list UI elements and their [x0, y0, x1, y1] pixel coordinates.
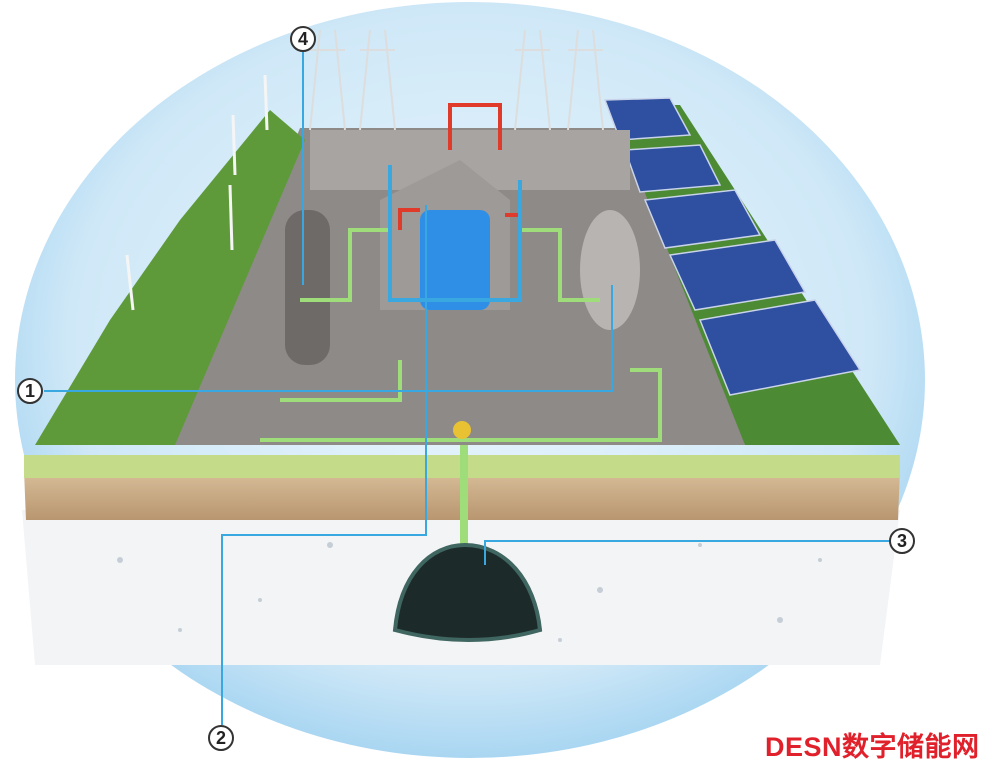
watermark: DESN数字储能网: [765, 732, 980, 762]
pipes: [260, 103, 662, 442]
storage-tank: [420, 210, 490, 310]
air-tank: [285, 210, 330, 365]
shaft: [460, 445, 468, 545]
wind-turbines: [125, 74, 269, 311]
callout-4: 4: [290, 26, 316, 52]
storage-cavern: [392, 542, 543, 642]
power-towers: [309, 29, 604, 131]
callout-3: 3: [889, 528, 915, 554]
wind-hills: [35, 110, 305, 445]
callout-2: 2: [208, 725, 234, 751]
callout-1: 1: [17, 378, 43, 404]
leader-lines: [44, 52, 889, 725]
turbine-unit: [580, 210, 640, 330]
solar-panels: [603, 97, 862, 396]
rock-speckles: [117, 542, 822, 642]
wellhead: [453, 421, 471, 439]
